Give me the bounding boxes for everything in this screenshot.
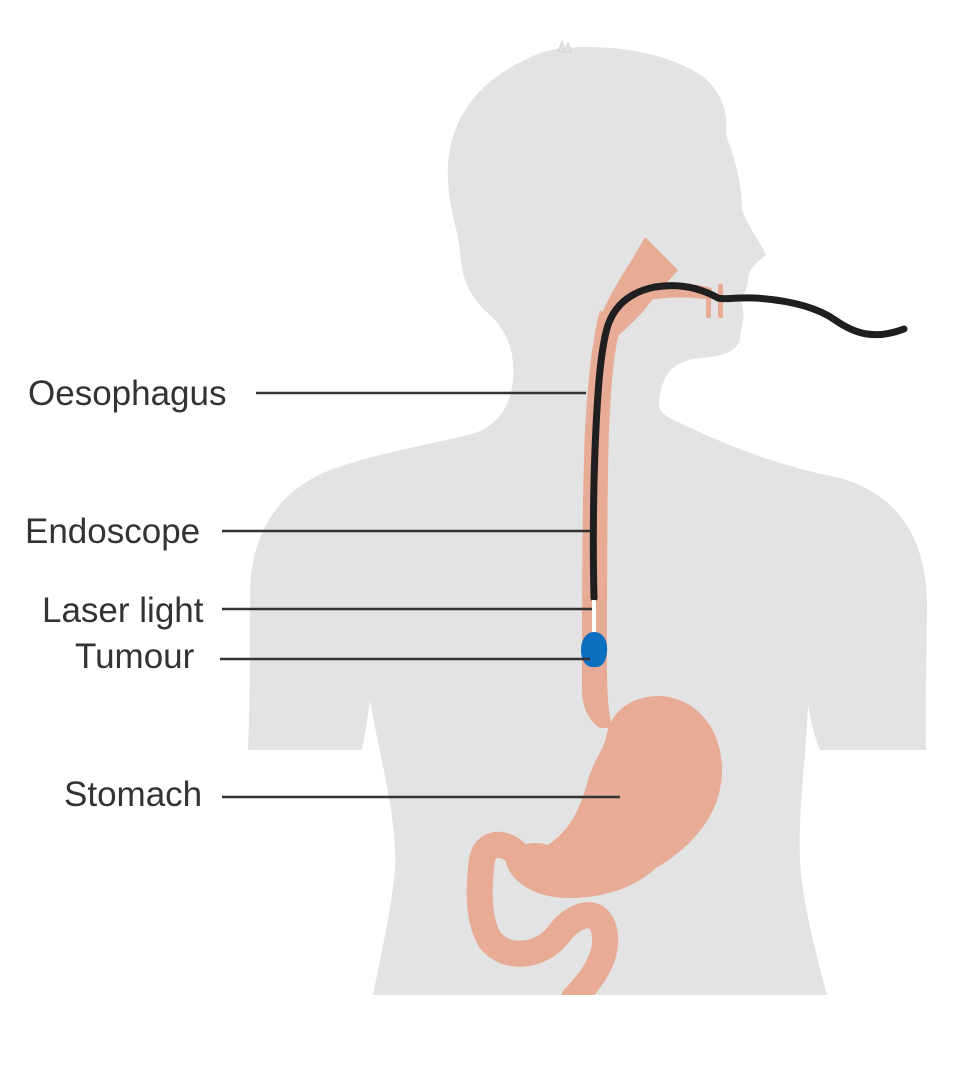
duodenum-cut — [540, 995, 640, 1015]
duodenum — [466, 831, 619, 1011]
tumour-label: Tumour — [75, 637, 195, 676]
stomach-label: Stomach — [64, 775, 202, 814]
laser-light-beam — [592, 600, 596, 636]
leader-lines — [220, 391, 620, 799]
hair-tuft — [556, 39, 573, 53]
labels: Oesophagus Endoscope Laser light Tumour … — [25, 374, 226, 814]
tumour-mass — [581, 632, 608, 668]
oesophagus-label: Oesophagus — [28, 374, 226, 413]
endoscope-tube — [589, 282, 908, 602]
endoscope-label: Endoscope — [25, 512, 200, 551]
laser-light-label: Laser light — [42, 591, 204, 630]
oesophagus-tube — [582, 310, 620, 728]
